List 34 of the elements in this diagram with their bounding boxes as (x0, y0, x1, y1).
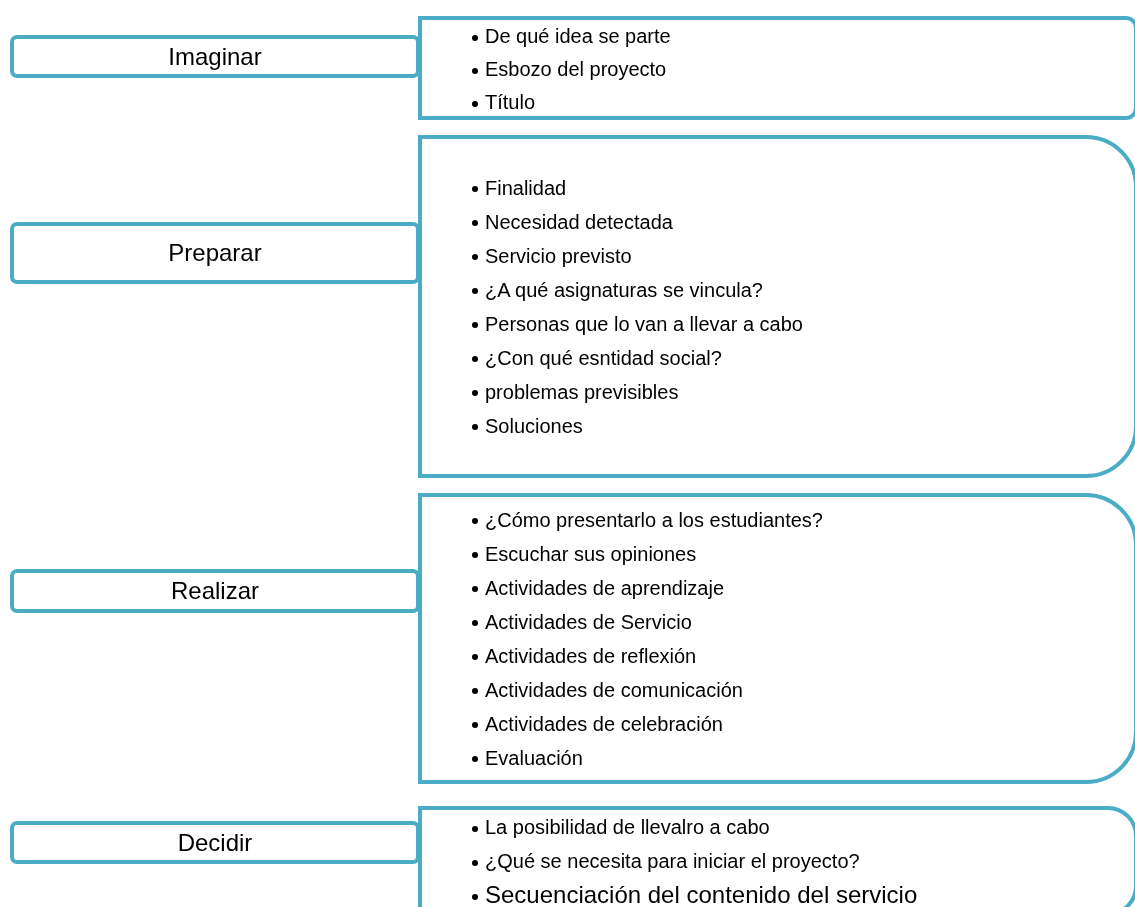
item-list-box (418, 806, 1135, 907)
item-list-box (418, 16, 1135, 120)
list-item: Actividades de Servicio (472, 604, 1134, 639)
list-item: De qué idea se parte (472, 20, 1134, 53)
list-item: Soluciones (472, 408, 1134, 443)
list-item: ¿Cómo presentarlo a los estudiantes? (472, 502, 1134, 537)
list-item: Actividades de aprendizaje (472, 570, 1134, 605)
list-item: Actividades de reflexión (472, 638, 1134, 673)
list-item: Esbozo del proyecto (472, 53, 1134, 86)
list-item: Finalidad (472, 170, 1134, 205)
stage-label: Decidir (177, 828, 253, 857)
stage-label: Realizar (171, 577, 259, 605)
list-item: Título (472, 86, 1134, 119)
list-item: ¿Qué se necesita para iniciar el proyecto? (472, 844, 1134, 878)
list-item: Actividades de celebración (472, 706, 1134, 741)
list-item: Personas que lo van a llevar a cabo (472, 306, 1134, 341)
list-item: ¿Con qué esntidad social? (472, 340, 1134, 375)
stage-box (10, 569, 420, 613)
stage-box (10, 222, 420, 284)
list-item: Necesidad detectada (472, 204, 1134, 239)
list-item: Evaluación (472, 740, 1134, 775)
list-item: Escuchar sus opiniones (472, 536, 1134, 571)
stage-label: Preparar (168, 239, 262, 267)
list-item: La posibilidad de llevalro a cabo (472, 810, 1134, 844)
item-list-box (418, 493, 1135, 784)
list-item: Secuenciación del contenido del servicio (472, 878, 1134, 907)
list-item: Servicio previsto (472, 238, 1134, 273)
stage-box (10, 35, 420, 78)
list-item: problemas previsibles (472, 374, 1134, 409)
stage-box (10, 821, 420, 864)
item-list-box (418, 135, 1135, 478)
stage-label: Imaginar (168, 42, 262, 71)
list-item: ¿A qué asignaturas se vincula? (472, 272, 1134, 307)
list-item: Actividades de comunicación (472, 672, 1134, 707)
